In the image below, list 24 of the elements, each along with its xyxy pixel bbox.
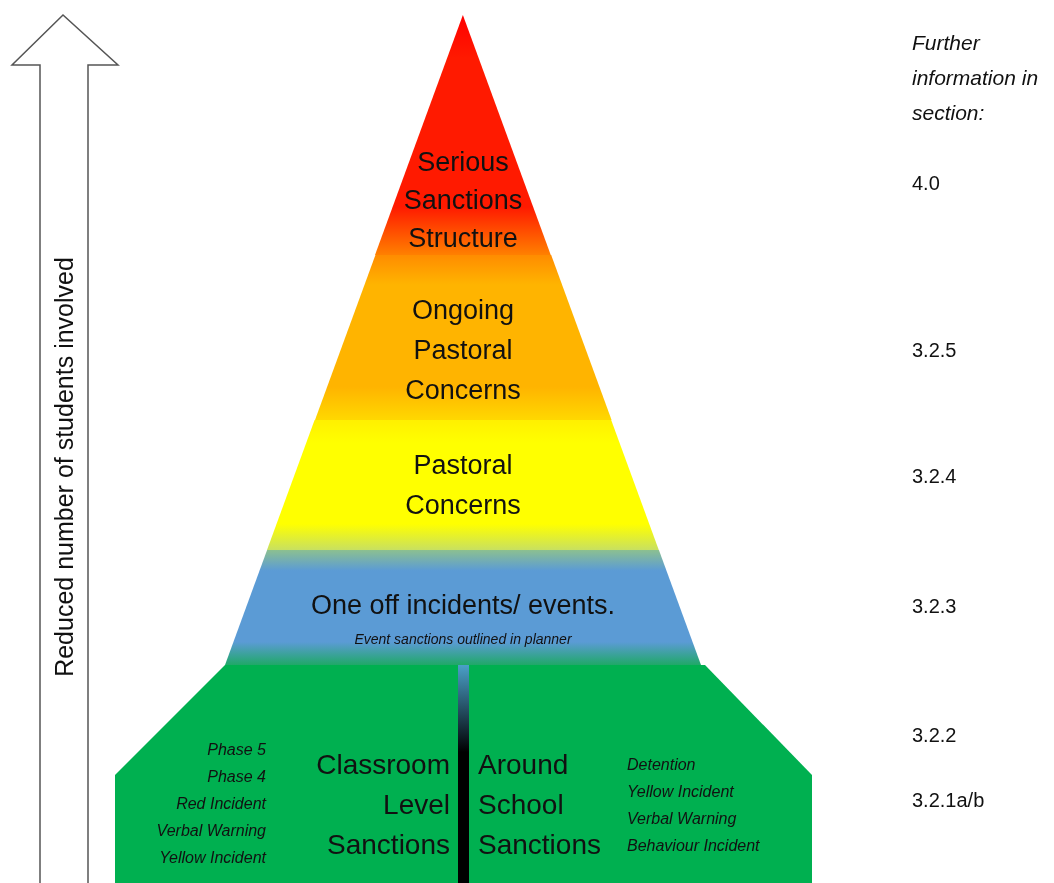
arrow-label: Reduced number of students involved — [49, 257, 79, 677]
section-number: 4.0 — [912, 171, 941, 196]
sanction-heading: Classroom Level Sanctions — [315, 748, 450, 862]
tier-note: Event sanctions outlined in planner — [354, 630, 572, 649]
section-number: 3.2.5 — [912, 338, 958, 363]
sanction-item: Behaviour Incident — [627, 836, 760, 856]
section-number: 3.2.1a/b — [912, 788, 986, 813]
tier-label: Serious Sanctions Structure — [402, 146, 524, 255]
sanction-item: Detention — [627, 755, 696, 775]
sanction-item: Phase 5 — [207, 740, 266, 760]
sanction-heading: Around School Sanctions — [478, 748, 602, 862]
tier-label: One off incidents/ events. — [310, 589, 616, 622]
sanction-item: Phase 4 — [207, 767, 266, 787]
sanction-item: Verbal Warning — [627, 809, 737, 829]
section-number: 3.2.3 — [912, 594, 958, 619]
sanction-item: Yellow Incident — [627, 782, 734, 802]
sanction-item: Verbal Warning — [156, 821, 266, 841]
tier-label: Ongoing Pastoral Concerns — [404, 294, 522, 407]
sanction-item: Red Incident — [176, 794, 266, 814]
section-number: 3.2.4 — [912, 464, 958, 489]
column-heading: Further information in section: — [912, 30, 1040, 126]
section-number: 3.2.2 — [912, 723, 958, 748]
sanction-item: Yellow Incident — [159, 848, 266, 868]
tier-label: Pastoral Concerns — [404, 449, 522, 522]
